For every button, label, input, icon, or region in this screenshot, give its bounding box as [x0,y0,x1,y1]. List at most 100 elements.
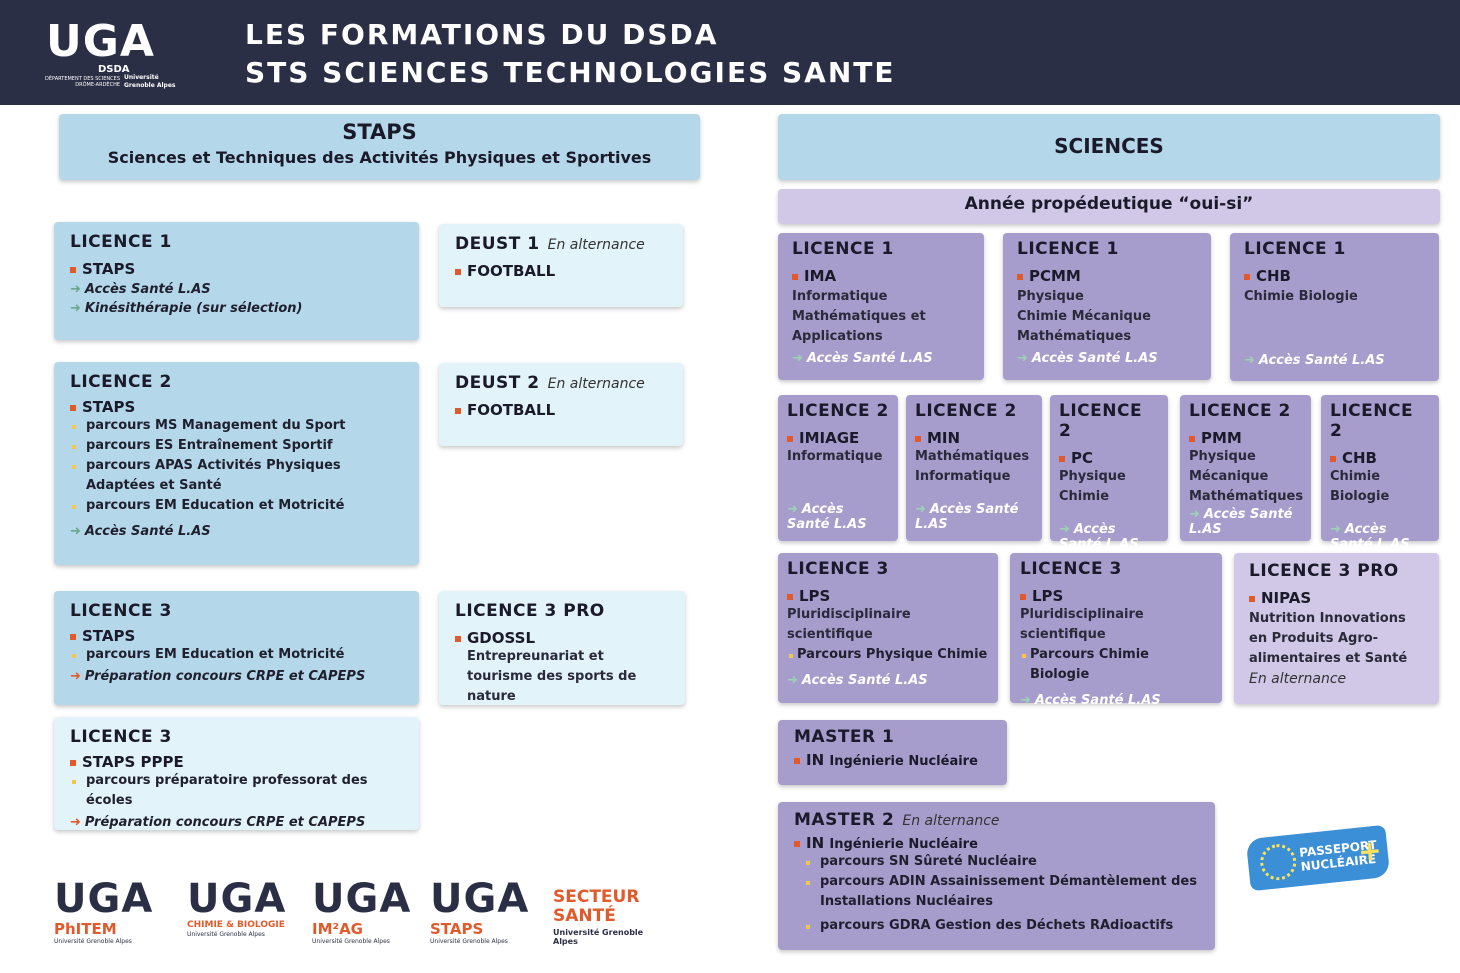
parcours-item: parcours ADIN Assainissement Démantèleme… [804,872,1199,912]
program-label: STAPS [70,627,403,645]
program-description: Physique [1059,469,1126,484]
staps-licence-3: LICENCE 3 STAPS parcours EM Education et… [54,591,419,705]
sciences-l1-pcmm: LICENCE 1 PCMM Physique Chimie Mécanique… [1003,233,1211,380]
level-label: LICENCE 3 [787,559,889,579]
logo-sub: Université Grenoble Alpes [312,938,390,945]
logo-tag: STAPS [430,920,484,938]
program-label: PC [1059,449,1159,467]
sciences-title: SCIENCES [1054,134,1164,158]
header-banner: UGA DSDA DÉPARTEMENT DES SCIENCES DRÔME-… [0,0,1460,105]
level-label: LICENCE 2 [1330,401,1414,441]
arrow-right-icon: ➜ [1189,507,1200,522]
program-label: IMA [792,267,970,285]
level-label: LICENCE 3 [70,727,172,747]
staps-title: STAPS [342,120,417,144]
prepa-label: Année propédeutique “oui-si” [964,194,1254,214]
parcours-item: parcours MS Management du Sport [70,416,403,436]
alternance-label: En alternance [1249,671,1347,687]
program-description: Informatique [915,469,1011,484]
parcours-item: parcours préparatoire professorat des éc… [70,771,403,811]
sciences-l2-pmm: LICENCE 2 PMM Physique Mécanique Mathéma… [1180,395,1311,541]
logo-department: DÉPARTEMENT DES SCIENCES DRÔME-ARDÈCHE [45,76,120,88]
access-sante: ➜Accès Santé L.AS [1244,353,1385,368]
level-label: LICENCE 2 [787,401,889,421]
program-description: Informatique Mathématiques et Applicatio… [792,289,926,344]
parcours-item: parcours EM Education et Motricité [70,645,403,665]
access-sante: ➜Accès Santé L.AS [1017,351,1158,366]
program-label: CHB [1244,267,1425,285]
logo-dsda: DSDA [98,64,130,75]
arrow-right-icon: ➜ [1330,522,1341,537]
staps-licence-3-pppe: LICENCE 3 STAPS PPPE parcours préparatoi… [54,717,419,830]
arrow-right-icon: ➜ [787,673,798,688]
access-sante: ➜Accès Santé L.AS [1059,522,1139,552]
program-label: STAPS [70,260,403,278]
arrow-right-icon: ➜ [792,351,803,366]
passeport-nucleaire-badge: PASSEPORT NUCLÉAIRE + [1245,824,1391,892]
logo-uga-text: UGA [312,876,412,922]
program-description: Chimie [1059,489,1110,504]
program-label: PCMM [1017,267,1197,285]
arrow-right-icon: ➜ [915,502,926,517]
logo-tag: CHIMIE & BIOLOGIE [187,920,285,930]
arrow-right-icon: ➜ [1017,351,1028,366]
arrow-right-icon: ➜ [1020,693,1031,708]
program-description: Entrepreunariat et tourisme des sports d… [467,649,637,704]
level-label: LICENCE 3 [1020,559,1122,579]
program-description: Mathématiques [1189,489,1304,504]
program-description: Informatique [787,449,883,464]
program-label: FOOTBALL [455,262,667,280]
plus-icon: + [1356,833,1384,869]
arrow-right-icon: ➜ [70,524,81,539]
level-label: LICENCE 2 [1059,401,1143,441]
staps-subtitle: Sciences et Techniques des Activités Phy… [107,148,652,167]
alternance-label: En alternance [547,376,645,392]
logo-secteur-sante: SECTEUR SANTÉ Université Grenoble Alpes [553,888,665,958]
staps-header: STAPS Sciences et Techniques des Activit… [59,114,700,180]
program-description: Biologie [1330,489,1390,504]
level-label: LICENCE 2 [1189,401,1291,421]
preparation-concours: ➜Préparation concours CRPE et CAPEPS [70,669,366,684]
parcours-item: Parcours Chimie Biologie [1020,645,1212,685]
arrow-right-icon: ➜ [70,669,81,684]
sun-icon [1258,842,1299,882]
program-label: IN Ingénierie Nucléaire [794,834,1199,852]
sciences-l2-imiage: LICENCE 2 IMIAGE Informatique ➜Accès San… [778,395,898,541]
level-label: LICENCE 3 PRO [1249,561,1399,581]
logo-sub: Université Grenoble Alpes [54,938,132,945]
access-sante: ➜Accès Santé L.AS [787,502,867,532]
preparation-concours: ➜Préparation concours CRPE et CAPEPS [70,815,366,830]
logo-uga-text: UGA [187,876,287,922]
sciences-l3-pro-nipas: LICENCE 3 PRO NIPAS Nutrition Innovation… [1234,553,1439,704]
level-label: LICENCE 1 [70,232,172,252]
logo-sub: Université Grenoble Alpes [553,928,644,946]
program-label: MIN [915,429,1033,447]
access-sante: ➜Accès Santé L.AS [1020,693,1161,708]
logo-phitem: UGA PhITEM Université Grenoble Alpes [54,878,174,948]
program-label: LPS [1020,587,1212,605]
program-description: Physique [1017,289,1084,304]
access-sante: ➜Accès Santé L.AS [915,502,1019,532]
logo-tag: IM²AG [312,920,363,938]
arrow-right-icon: ➜ [70,815,81,830]
level-label: LICENCE 2 [70,372,172,392]
program-description: Nutrition Innovations en Produits Agro-a… [1249,611,1408,666]
level-label: DEUST 1 [455,234,540,254]
sciences-l1-ima: LICENCE 1 IMA Informatique Mathématiques… [778,233,984,380]
logo-uga-text: UGA [54,876,154,922]
parcours-item: parcours GDRA Gestion des Déchets RAdioa… [804,916,1199,936]
sciences-l1-chb: LICENCE 1 CHB Chimie Biologie ➜Accès San… [1230,233,1439,381]
alternance-label: En alternance [547,237,645,253]
sciences-header: SCIENCES [778,114,1440,180]
arrow-right-icon: ➜ [70,301,81,316]
alternance-label: En alternance [902,813,1000,829]
level-label: LICENCE 3 PRO [455,601,605,621]
level-label: DEUST 2 [455,373,540,393]
staps-licence-3-pro: LICENCE 3 PRO GDOSSL Entrepreunariat et … [439,591,685,705]
access-sante: ➜Accès Santé L.AS [792,351,933,366]
program-description: Pluridisciplinaire scientifique [787,607,911,642]
program-label: LPS [787,587,989,605]
level-label: LICENCE 1 [1017,239,1119,259]
